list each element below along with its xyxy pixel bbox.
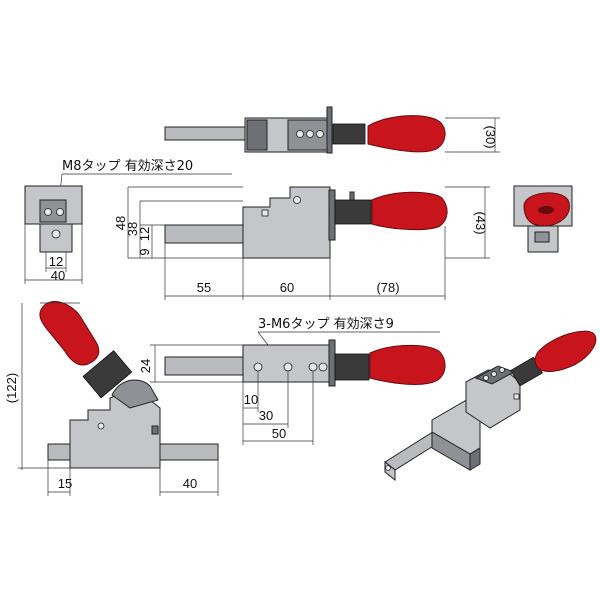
end-12-dim: 12 bbox=[49, 254, 63, 269]
open-40-dim: 40 bbox=[183, 476, 197, 491]
middle-view: 3-M6タップ 有効深さ9 24 10 30 50 bbox=[138, 317, 446, 445]
len-60-dim: 60 bbox=[280, 280, 294, 295]
end-40-dim: 40 bbox=[51, 268, 65, 283]
mid-30-dim: 30 bbox=[259, 408, 273, 423]
side-12-dim: 12 bbox=[137, 227, 152, 241]
len-55-dim: 55 bbox=[197, 280, 211, 295]
end-view-left: 12 40 bbox=[24, 185, 83, 284]
open-15-dim: 15 bbox=[58, 476, 72, 491]
mid-10-dim: 10 bbox=[244, 392, 258, 407]
side-43-dim: (43) bbox=[473, 211, 488, 234]
len-78-dim: (78) bbox=[376, 280, 399, 295]
side-38-dim: 38 bbox=[125, 222, 140, 236]
isometric-view bbox=[384, 330, 597, 482]
side-48-dim: 48 bbox=[113, 216, 128, 230]
mid-tap-note: 3-M6タップ 有効深さ9 bbox=[258, 317, 394, 332]
mid-24-dim: 24 bbox=[138, 359, 153, 373]
top-view: (30) bbox=[164, 106, 500, 154]
end-view-right bbox=[513, 185, 573, 253]
side-view: M8タップ 有効深さ20 48 38 12 9 (43) 55 60 (78) bbox=[57, 159, 490, 300]
mid-50-dim: 50 bbox=[272, 426, 286, 441]
top-height-dim: (30) bbox=[483, 125, 498, 148]
open-view: (122) 15 40 bbox=[4, 301, 219, 496]
open-122-dim: (122) bbox=[4, 373, 19, 403]
top-tap-note: M8タップ 有効深さ20 bbox=[62, 159, 193, 174]
side-9-dim: 9 bbox=[137, 248, 152, 255]
